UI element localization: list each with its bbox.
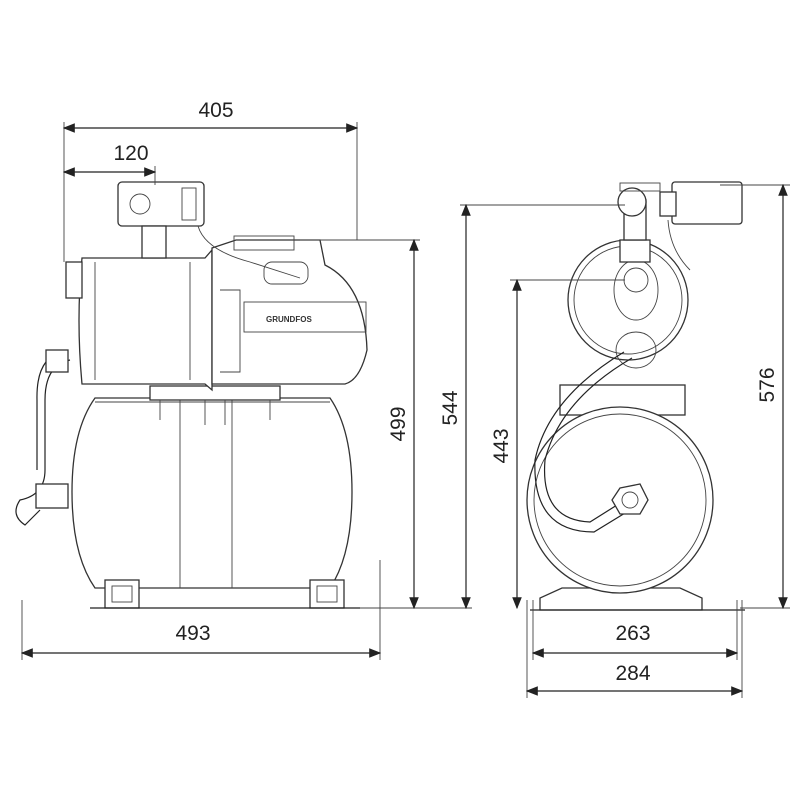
dim-label-405: 405 (198, 99, 233, 122)
pump-housing (78, 248, 213, 392)
front-view (526, 181, 745, 611)
mounting-bracket (149, 385, 281, 401)
dim-label-443: 443 (490, 428, 513, 463)
tank-fitting (35, 483, 69, 509)
dim-label-284: 284 (615, 662, 650, 685)
pressure-switch-box (117, 181, 205, 227)
tank-foot-right (309, 579, 345, 609)
dim-label-576: 576 (756, 367, 779, 402)
dim-label-499: 499 (387, 406, 410, 441)
motor (211, 239, 368, 385)
tank-foot-left (104, 579, 140, 609)
dimension-lines: 405 120 499 544 443 576 493 263 284 (20, 99, 790, 698)
tank-side (71, 397, 353, 589)
hose-front (543, 357, 633, 523)
dim-label-263: 263 (615, 622, 650, 645)
dim-label-544: 544 (439, 390, 462, 425)
dim-label-120: 120 (113, 142, 148, 165)
pressure-switch-front (671, 181, 743, 225)
dim-label-493: 493 (175, 622, 210, 645)
side-view: GRUNDFOS (15, 181, 368, 609)
brand-logo: GRUNDFOS (266, 315, 312, 324)
